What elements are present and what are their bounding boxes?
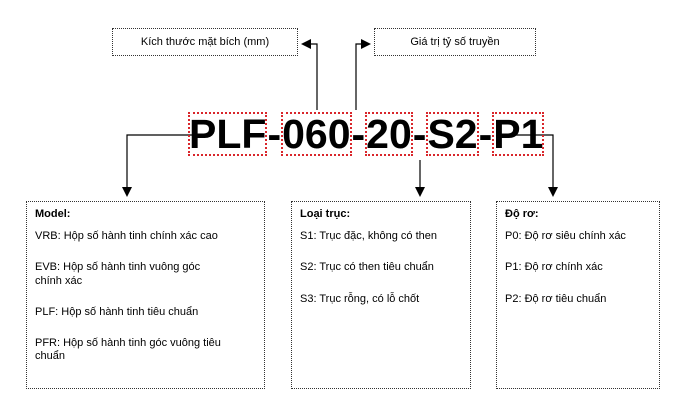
- model-item-vrb: VRB: Hộp số hành tinh chính xác cao: [35, 230, 218, 243]
- model-item-plf: PLF: Hộp số hành tinh tiêu chuẩn: [35, 305, 199, 318]
- flange-arrow: [301, 39, 318, 110]
- backlash-item-p1: P1: Độ rơ chính xác: [505, 261, 603, 274]
- code-separator: -: [267, 110, 282, 157]
- code-shaft-segment: S2: [426, 111, 479, 157]
- model-item-evb: EVB: Hộp số hành tinh vuông góc chính xá…: [35, 261, 201, 287]
- code-model-segment: PLF: [188, 111, 268, 157]
- shaft-box: Loại trục: S1: Trục đặc, không có then S…: [291, 201, 471, 389]
- flange-size-label-box: Kích thước mặt bích (mm): [112, 28, 298, 56]
- ratio-label: Giá trị tỷ số truyền: [410, 36, 500, 48]
- backlash-title: Độ rơ:: [505, 208, 539, 220]
- model-item-pfr: PFR: Hộp số hành tinh góc vuông tiêu chu…: [35, 336, 221, 363]
- shaft-item-s3: S3: Trục rỗng, có lỗ chốt: [300, 292, 420, 305]
- code-separator: -: [351, 110, 366, 157]
- shaft-item-s2: S2: Trục có then tiêu chuẩn: [300, 261, 434, 274]
- code-backlash-segment: P1: [492, 111, 545, 157]
- model-arrow: [122, 134, 192, 197]
- ratio-label-box: Giá trị tỷ số truyền: [374, 28, 536, 56]
- product-code: PLF - 060 - 20 - S2 - P1: [188, 108, 545, 160]
- backlash-box: Độ rơ: P0: Độ rơ siêu chính xác P1: Độ r…: [496, 201, 660, 389]
- model-box: Model: VRB: Hộp số hành tinh chính xác c…: [26, 201, 265, 389]
- shaft-title: Loại trục:: [300, 208, 351, 220]
- ratio-arrow: [355, 39, 371, 110]
- code-ratio-segment: 20: [365, 111, 413, 157]
- code-separator: -: [478, 110, 493, 157]
- flange-size-label: Kích thước mặt bích (mm): [140, 36, 270, 48]
- shaft-item-s1: S1: Trục đặc, không có then: [300, 230, 437, 243]
- backlash-item-p0: P0: Độ rơ siêu chính xác: [505, 230, 626, 243]
- backlash-item-p2: P2: Độ rơ tiêu chuẩn: [505, 292, 607, 305]
- model-title: Model:: [35, 208, 71, 220]
- code-separator: -: [412, 110, 427, 157]
- code-flange-segment: 060: [281, 111, 352, 157]
